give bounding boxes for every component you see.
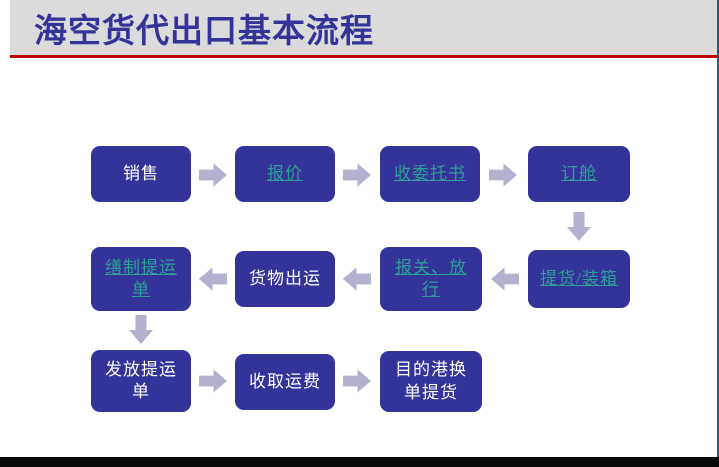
flow-node-label: 销售 [123, 163, 159, 183]
page-title: 海空货代出口基本流程 [34, 13, 374, 50]
flow-node-goods-shipment: 货物出运 [235, 251, 335, 307]
flow-node-pickup-loading[interactable]: 提货/装箱 [528, 250, 630, 308]
arrow-right-icon [199, 366, 228, 396]
flow-node-label[interactable]: 提货/装箱 [540, 268, 618, 288]
flow-node-label: 发放提运 单 [105, 359, 177, 401]
flow-node-prepare-bl[interactable]: 缮制提运 单 [91, 247, 191, 311]
title-underline-rule [10, 55, 719, 58]
arrow-left-icon [198, 264, 227, 294]
arrow-left-icon [342, 264, 371, 294]
flow-node-label[interactable]: 订舱 [561, 163, 597, 183]
flow-node-label[interactable]: 收委托书 [394, 163, 466, 183]
arrow-right-icon [489, 160, 518, 190]
arrow-down-icon [126, 315, 156, 345]
flow-node-booking[interactable]: 订舱 [528, 146, 630, 202]
flow-node-label[interactable]: 报价 [267, 163, 303, 183]
bottom-black-bar [0, 457, 719, 467]
right-edge-line [717, 0, 719, 467]
flow-node-label: 目的港换 单提货 [395, 360, 467, 402]
title-bar: 海空货代出口基本流程 [10, 0, 719, 55]
arrow-right-icon [343, 366, 372, 396]
flow-node-issue-bl: 发放提运 单 [91, 350, 191, 412]
flow-node-customs-release[interactable]: 报关、放 行 [380, 247, 482, 311]
flow-node-label[interactable]: 报关、放 行 [395, 257, 467, 299]
arrow-right-icon [343, 160, 372, 190]
flow-node-dest-port-pickup: 目的港换 单提货 [380, 351, 482, 412]
flow-node-collect-freight: 收取运费 [235, 354, 335, 410]
arrow-left-icon [490, 264, 519, 294]
arrow-right-icon [199, 160, 228, 190]
arrow-down-icon [564, 211, 594, 243]
flow-node-quotation[interactable]: 报价 [235, 146, 335, 202]
flow-node-receive-poa[interactable]: 收委托书 [380, 146, 480, 202]
flow-node-label: 货物出运 [249, 268, 321, 288]
flow-node-label[interactable]: 缮制提运 单 [105, 257, 177, 299]
flow-node-label: 收取运费 [249, 371, 321, 391]
flow-node-sales: 销售 [91, 146, 191, 202]
